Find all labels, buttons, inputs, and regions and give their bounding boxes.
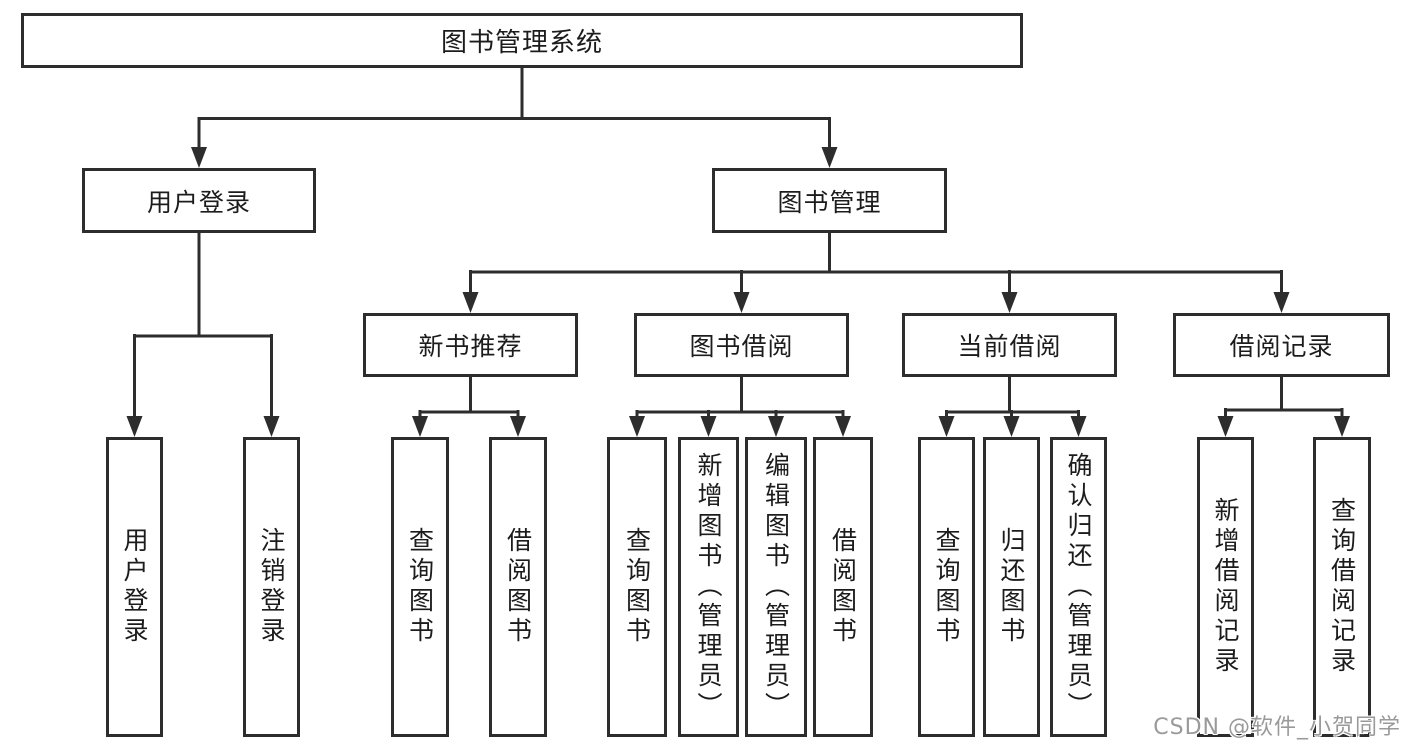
csdn-watermark: CSDN @软件_小贺同学 [1153,715,1401,740]
leaf-user-login: 用户登录 [106,437,163,737]
leaf-borrow-books-label: 借阅图书 [828,527,858,647]
leaf-query-books-recommend-label: 查询图书 [405,527,435,647]
node-borrowing-records: 借阅记录 [1173,313,1390,377]
leaf-query-books-current: 查询图书 [918,437,975,737]
leaf-query-books-borrow: 查询图书 [607,437,667,737]
leaf-logout: 注销登录 [243,437,300,737]
node-user-login: 用户登录 [82,168,316,233]
leaf-query-books-borrow-label: 查询图书 [622,527,652,647]
leaf-borrow-books: 借阅图书 [813,437,873,737]
leaf-query-books-current-label: 查询图书 [932,527,961,647]
leaf-query-borrow-record: 查询借阅记录 [1313,437,1371,737]
leaf-edit-books-admin-label: 编辑图书（管理员） [761,452,791,722]
leaf-return-books: 归还图书 [983,437,1040,737]
node-library-management-system: 图书管理系统 [21,13,1023,68]
leaf-query-borrow-record-label: 查询借阅记录 [1327,497,1357,677]
leaf-return-books-label: 归还图书 [997,527,1026,647]
node-new-book-recommendation: 新书推荐 [363,313,578,377]
node-book-borrowing: 图书借阅 [634,313,849,377]
leaf-edit-books-admin: 编辑图书（管理员） [745,437,807,737]
leaf-confirm-return-admin: 确认归还（管理员） [1050,437,1107,737]
leaf-query-books-recommend: 查询图书 [391,437,449,737]
leaf-logout-label: 注销登录 [257,527,286,647]
leaf-borrow-books-recommend: 借阅图书 [489,437,547,737]
leaf-user-login-label: 用户登录 [120,527,149,647]
leaf-add-borrow-record-label: 新增借阅记录 [1211,497,1240,677]
leaf-add-books-admin: 新增图书（管理员） [678,437,739,737]
leaf-confirm-return-admin-label: 确认归还（管理员） [1064,452,1093,722]
leaf-borrow-books-recommend-label: 借阅图书 [503,527,533,647]
leaf-add-borrow-record: 新增借阅记录 [1197,437,1254,737]
leaf-add-books-admin-label: 新增图书（管理员） [694,452,723,722]
node-book-management: 图书管理 [712,168,947,233]
node-current-borrowing: 当前借阅 [902,313,1117,377]
